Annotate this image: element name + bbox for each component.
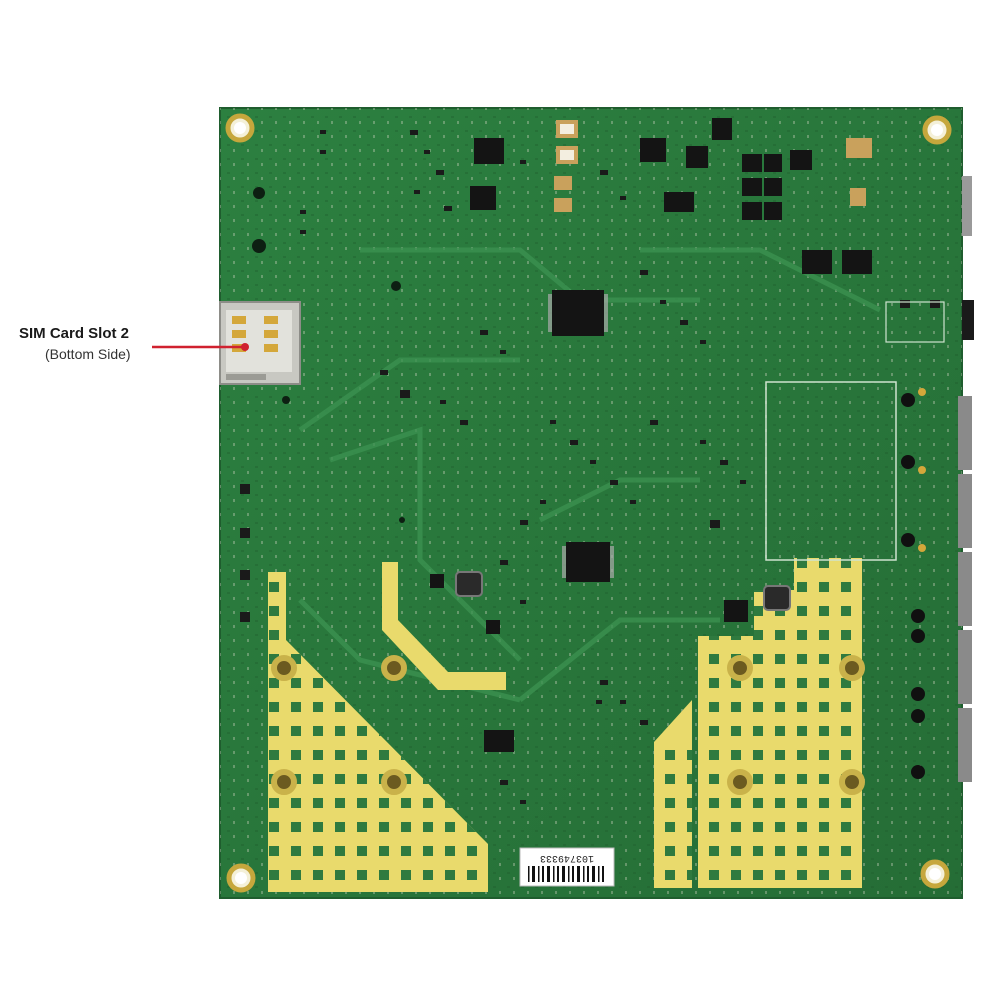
- copper-area-mid: [342, 562, 506, 690]
- connector-pins: [901, 393, 925, 779]
- silkscreen-outline: [765, 381, 897, 561]
- sim-card-slot: [219, 301, 301, 385]
- callout-dot: [241, 343, 249, 351]
- right-edge-connectors: [958, 176, 974, 782]
- inductors: [455, 571, 791, 611]
- ic-chips: [430, 118, 872, 752]
- barcode-number: 103749333: [540, 852, 595, 863]
- barcode-label: [519, 847, 615, 887]
- sim-slot-sublabel: (Bottom Side): [45, 346, 131, 362]
- board-traces: [298, 247, 882, 703]
- mounting-pads: [271, 655, 865, 795]
- sim-slot-label: SIM Card Slot 2: [19, 325, 130, 342]
- smd-components: [240, 130, 940, 804]
